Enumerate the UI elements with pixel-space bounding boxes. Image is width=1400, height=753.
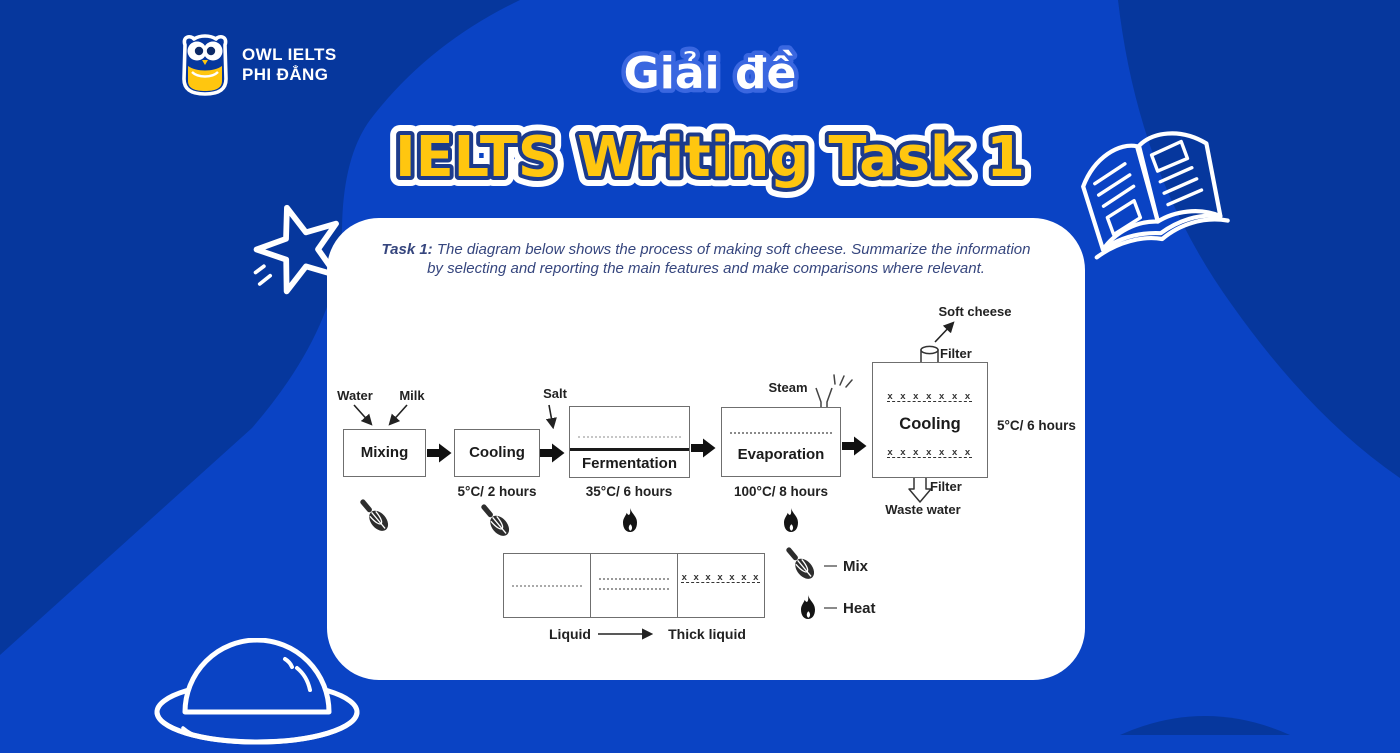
headline: Giải đề IELTS Writing Task 1 IELTS Writi…	[385, 44, 1035, 201]
headline-title-halo: IELTS Writing Task 1	[395, 125, 1025, 190]
evaporation-condition: 100°C/ 8 hours	[734, 484, 828, 499]
flow-arrow-3	[691, 438, 716, 458]
star-doodle	[253, 204, 340, 295]
fermentation-divider	[570, 448, 689, 451]
cooling2-box-label: Cooling	[899, 415, 961, 433]
heat-legend-label: Heat	[843, 600, 876, 617]
heat-icon-legend	[801, 595, 815, 619]
cooling1-condition: 5°C/ 2 hours	[457, 484, 537, 499]
waste-water-label: Waste water	[885, 502, 961, 517]
owl-icon	[182, 34, 228, 96]
state-cell-liquid	[504, 554, 590, 617]
fermentation-box: Fermentation	[569, 406, 690, 478]
evaporation-box-label: Evaporation	[737, 446, 825, 463]
brand-name-line2: PHI ĐẲNG	[242, 65, 329, 84]
water-label: Water	[337, 388, 373, 403]
brand-name-line1: OWL IELTS	[242, 45, 337, 64]
mix-legend-label: Mix	[843, 558, 869, 575]
evaporation-dotted-line	[730, 432, 832, 434]
milk-label: Milk	[399, 388, 425, 403]
headline-title: IELTS Writing Task 1	[395, 125, 1025, 190]
mixing-box-label: Mixing	[360, 444, 409, 461]
task-prompt: Task 1: The diagram below shows the proc…	[337, 240, 1075, 278]
flow-arrow-1	[427, 443, 452, 463]
heat-icon-fermentation	[623, 508, 637, 532]
milk-arrow	[388, 404, 408, 426]
cooling1-box-label: Cooling	[469, 444, 525, 461]
thickening-line-2	[599, 588, 669, 590]
fermentation-dotted-line	[578, 436, 681, 438]
steam-label: Steam	[768, 380, 808, 395]
book-doodle	[1081, 131, 1230, 260]
cooling2-condition: 5°C/ 6 hours	[997, 418, 1076, 433]
legend-dashes	[824, 565, 837, 609]
curd-pattern-top: x x x x x x x	[887, 391, 973, 402]
filter-bottom-label: Filter	[930, 479, 962, 494]
flow-arrow-2	[540, 443, 565, 463]
liquid-label: Liquid	[549, 626, 591, 642]
dark-blob-top-right	[1118, 0, 1400, 478]
curd-pattern-bottom: x x x x x x x	[887, 447, 973, 458]
headline-kicker: Giải đề	[624, 48, 797, 99]
thick-pattern: x x x x x x x	[681, 572, 761, 583]
background-blobs	[0, 0, 1400, 735]
evaporation-box: Evaporation	[721, 407, 841, 477]
task-text-line2: by selecting and reporting the main feat…	[427, 260, 985, 277]
task-text-line1: The diagram below shows the process of m…	[436, 241, 1031, 258]
mix-icon-legend	[780, 542, 819, 584]
thickening-line-1	[599, 578, 669, 580]
mixing-box: Mixing	[343, 429, 426, 477]
mix-icon-cooling	[475, 499, 514, 541]
cooling2-tank: x x x x x x x Cooling x x x x x x x	[872, 362, 988, 478]
soft-cheese-label: Soft cheese	[938, 304, 1012, 319]
dark-blob-bottom	[1120, 716, 1290, 735]
heat-icon-evaporation	[784, 508, 798, 532]
water-arrow	[353, 404, 373, 426]
process-diagram-graphics	[353, 321, 955, 640]
cooling1-box: Cooling	[454, 429, 540, 477]
waste-water-arrow	[908, 475, 932, 503]
liquid-line	[512, 585, 582, 587]
dark-blob-top-left	[0, 0, 520, 655]
salt-arrow	[545, 404, 557, 430]
brand-logo: OWL IELTS PHI ĐẲNG	[176, 32, 337, 98]
fermentation-box-label: Fermentation	[581, 455, 677, 472]
filter-top-label: Filter	[940, 346, 972, 361]
salt-label: Salt	[543, 386, 567, 401]
soft-cheese-arrow	[934, 321, 955, 343]
fermentation-condition: 35°C/ 6 hours	[585, 484, 673, 499]
state-cell-thick: x x x x x x x	[677, 554, 764, 617]
thick-liquid-label: Thick liquid	[668, 626, 746, 642]
flow-arrow-4	[842, 436, 867, 456]
filter-cylinder-top	[920, 345, 939, 355]
task-label: Task 1:	[381, 241, 433, 258]
state-cell-thickening	[590, 554, 677, 617]
mix-icon-mixing	[354, 494, 393, 536]
task-card: Task 1: The diagram below shows the proc…	[327, 218, 1085, 680]
steam-marks	[833, 374, 853, 388]
state-strip: x x x x x x x	[503, 553, 765, 618]
